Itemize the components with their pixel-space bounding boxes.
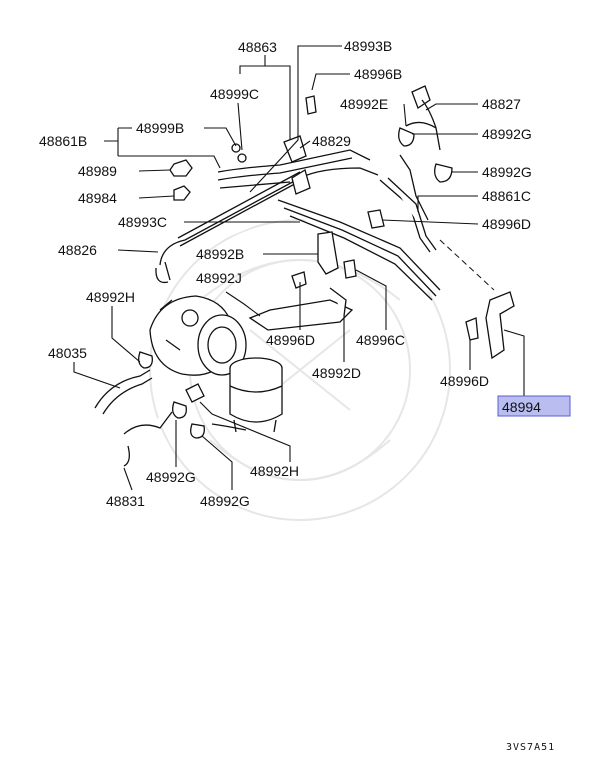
label-48861B: 48861B (39, 133, 87, 149)
label-48992E: 48992E (340, 96, 388, 112)
label-48993C: 48993C (118, 214, 167, 230)
label-48996D-b: 48996D (266, 332, 315, 348)
label-48992D: 48992D (312, 365, 361, 381)
label-48863: 48863 (238, 39, 277, 55)
label-48992H-b: 48992H (250, 463, 299, 479)
label-48831: 48831 (106, 493, 145, 509)
label-48035: 48035 (48, 345, 87, 361)
label-48996D-c: 48996D (440, 373, 489, 389)
label-48992B: 48992B (196, 246, 244, 262)
label-48996B: 48996B (354, 66, 402, 82)
label-48861C: 48861C (482, 188, 531, 204)
label-48993B: 48993B (344, 38, 392, 54)
label-48999B: 48999B (136, 120, 184, 136)
label-48992H-a: 48992H (86, 289, 135, 305)
label-48984: 48984 (78, 190, 117, 206)
drawing-hoses (155, 85, 515, 360)
label-48992J: 48992J (196, 270, 242, 286)
label-48992G-b: 48992G (482, 164, 532, 180)
label-48992G-a: 48992G (482, 126, 532, 142)
label-48994: 48994 (502, 399, 541, 415)
label-48826: 48826 (58, 242, 97, 258)
drawing-pump (94, 295, 283, 467)
label-48827: 48827 (482, 96, 521, 112)
label-48992G-d: 48992G (200, 493, 250, 509)
label-48992G-c: 48992G (146, 469, 196, 485)
reference-dashed-line (439, 239, 495, 291)
leader-lines (73, 45, 525, 491)
label-48999C: 48999C (210, 86, 259, 102)
highlight-box (497, 395, 571, 417)
diagram-code: 3VS7A51 (506, 742, 555, 753)
label-48996C: 48996C (356, 332, 405, 348)
label-48996D-a: 48996D (482, 216, 531, 232)
callout-labels: 48863 48993B 48996B 48999C 48992E 48827 … (39, 38, 541, 509)
label-48989: 48989 (78, 163, 117, 179)
label-48829: 48829 (312, 133, 351, 149)
